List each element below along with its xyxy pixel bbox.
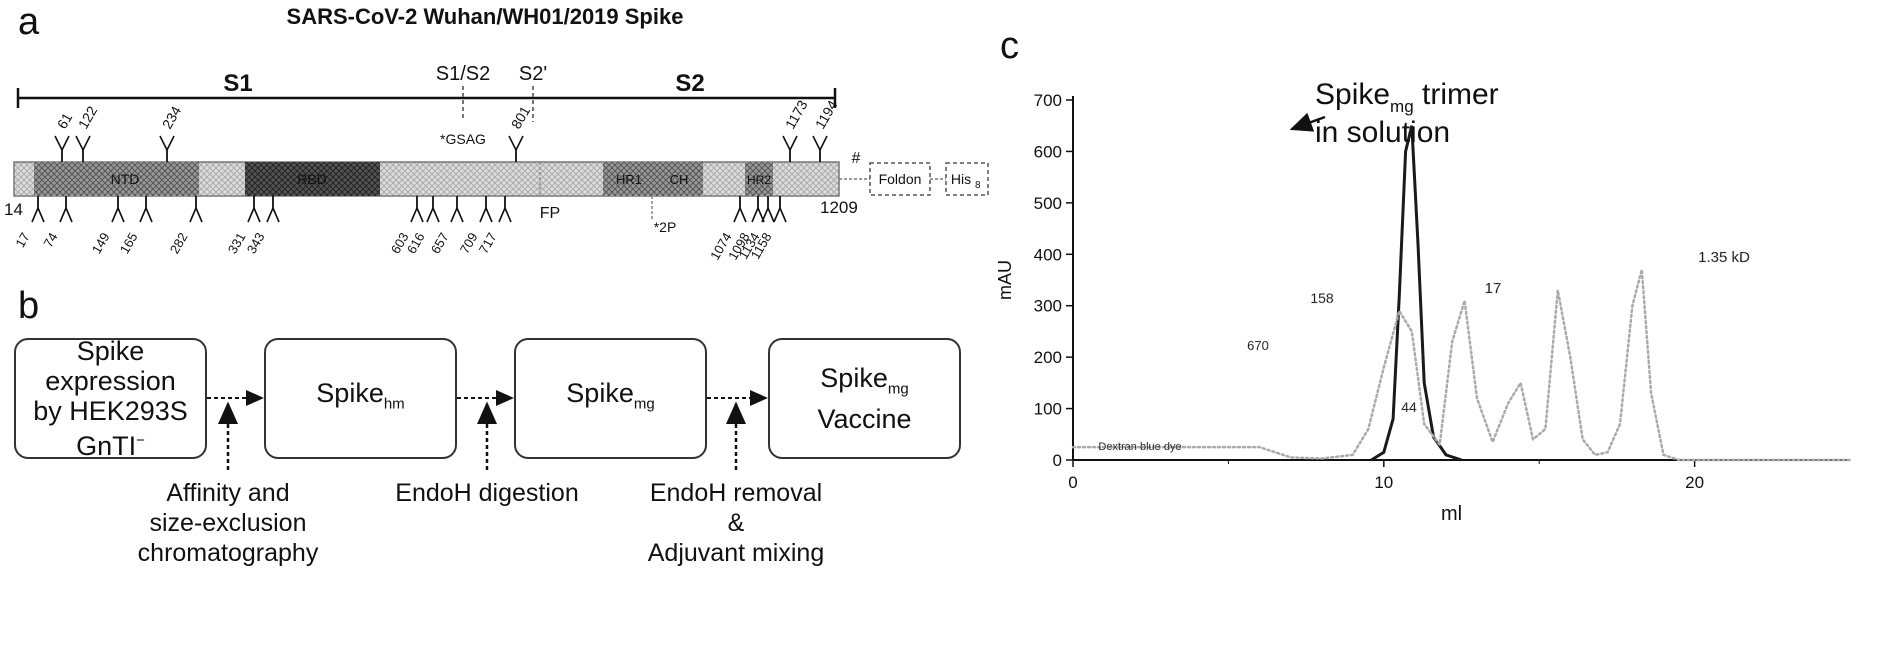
y-tick-label: 300 [1034,297,1062,316]
x-tick-label: 10 [1374,473,1393,492]
panel-a-title: SARS-CoV-2 Wuhan/WH01/2019 Spike [287,4,684,29]
panel-c: c 0 100 200 300 400 500 600 700 0 10 20 ml mAU Dextra… [995,25,1850,525]
fp-label: FP [540,205,560,222]
hash-label: # [852,150,861,167]
glycan-top-label: 1173 [782,97,811,131]
glycan-sites-top: 61122 234 801 11731194 [54,97,841,162]
y-tick-label: 400 [1034,245,1062,264]
glycan-bottom-label: 282 [167,230,191,256]
glycan-top-label: 122 [75,103,101,131]
y-tick-label: 0 [1053,451,1062,470]
standard-marker-label: 158 [1310,290,1334,306]
start-residue-label: 14 [4,200,23,219]
glycan-top-label: 801 [508,103,534,131]
glycan-bottom-label: 616 [404,230,428,256]
rbd-label: RBD [297,171,327,187]
cleavage-s2prime-label: S2' [519,63,547,85]
glycan-top-122: 122 [75,103,101,162]
glycan-bottom-label: 17 [12,230,32,250]
y-tick-label: 600 [1034,142,1062,161]
step-label-endoh-removal: EndoH removal & Adjuvant mixing [631,478,841,568]
step-endoh-digestion-line1: EndoH digestion [387,478,587,508]
gsas-label: *GSAG [440,131,486,147]
region-s1-label: S1 [223,70,252,97]
glycan-bottom-label: 331 [225,230,249,256]
flow-box-expression-line2: by HEK293S [33,396,188,426]
trimer-annotation-line2: in solution [1315,116,1450,149]
flow-box-spike-hm: Spikehm [264,338,457,459]
glycan-bottom-1158: 1158 [748,196,786,262]
series-standards-trace [1073,270,1850,460]
x-axis-label: ml [1441,503,1462,525]
glycan-bottom-label: 149 [89,230,113,256]
region-s2-label: S2 [675,70,704,97]
glycan-bottom-label: 657 [428,230,452,256]
step-purification-line3: chromatography [118,538,338,568]
panel-a-letter: a [18,1,40,43]
glycan-bottom-74: 74 [40,196,72,250]
flow-box-expression-line3: GnTI− [76,426,145,461]
glycan-bottom-label: 343 [244,230,268,256]
glycan-top-1173: 1173 [782,97,811,162]
flow-box-vaccine-line2: Vaccine [817,404,911,434]
step-purification-line2: size-exclusion [118,508,338,538]
standard-marker-label: Dextran blue dye [1098,441,1181,453]
glycan-top-label: 234 [159,103,185,131]
glycan-top-label: 1194 [812,97,841,131]
glycan-bottom-282: 282 [167,196,202,256]
flow-box-vaccine: Spikemg Vaccine [768,338,961,459]
glycan-bottom-label: 74 [40,230,60,250]
glycan-top-1194: 1194 [812,97,841,162]
flow-box-vaccine-line1: Spikemg [820,363,908,404]
step-purification-line1: Affinity and [118,478,338,508]
flow-box-expression-line1: Spike expression [16,336,205,396]
glycan-bottom-label: 165 [117,230,141,256]
hr1-label: HR1 [616,172,642,187]
panel-c-letter: c [1000,25,1019,67]
glycan-top-801: 801 [508,103,534,162]
ch-label: CH [670,172,689,187]
standard-marker-label: 44 [1401,399,1417,415]
glycan-bottom-label: 709 [457,230,481,256]
panel-a: a SARS-CoV-2 Wuhan/WH01/2019 Spike S1 S2… [4,1,988,263]
sec-chromatogram: 0 100 200 300 400 500 600 700 0 10 20 ml mAU Dextran … [995,91,1850,525]
his-label: His [951,171,971,187]
step-removal-line2: & [631,508,841,538]
standard-marker-label: 670 [1247,338,1269,353]
step-label-purification: Affinity and size-exclusion chromatograp… [118,478,338,568]
y-axis-label: mAU [995,260,1015,300]
cleavage-s1s2-label: S1/S2 [436,63,490,85]
y-tick-label: 100 [1034,400,1062,419]
x-tick-label: 20 [1685,473,1704,492]
glycan-bottom-165: 165 [117,196,152,256]
y-tick-label: 200 [1034,348,1062,367]
y-tick-label: 500 [1034,194,1062,213]
panel-b-letter: b [18,285,39,327]
trimer-annotation-line1: Spikemg trimer [1315,78,1499,116]
step-label-endoh-digestion: EndoH digestion [387,478,587,508]
step-removal-line3: Adjuvant mixing [631,538,841,568]
hr2-label: HR2 [747,173,771,187]
standard-marker-label: 17 [1485,280,1502,297]
glycan-bottom-343: 343 [244,196,279,256]
step-removal-line1: EndoH removal [631,478,841,508]
end-residue-label: 1209 [820,198,858,217]
flow-box-spike-hm-label: Spikehm [316,378,404,419]
y-tick-label: 700 [1034,91,1062,110]
flow-box-expression: Spike expression by HEK293S GnTI− [14,338,207,459]
glycan-top-234: 234 [159,103,185,162]
his-subscript: 8 [975,180,981,191]
foldon-label: Foldon [879,171,922,187]
ntd-label: NTD [111,171,140,187]
flow-box-spike-mg: Spikemg [514,338,707,459]
glycan-bottom-717: 717 [476,196,511,256]
standard-marker-label: 1.35 kD [1698,249,1750,266]
x-tick-label: 0 [1068,473,1077,492]
twop-label: *2P [654,219,677,235]
glycan-bottom-label: 717 [476,230,500,256]
glycan-top-label: 61 [54,110,76,132]
flow-box-spike-mg-label: Spikemg [566,378,654,419]
glycan-top-61: 61 [54,110,76,162]
